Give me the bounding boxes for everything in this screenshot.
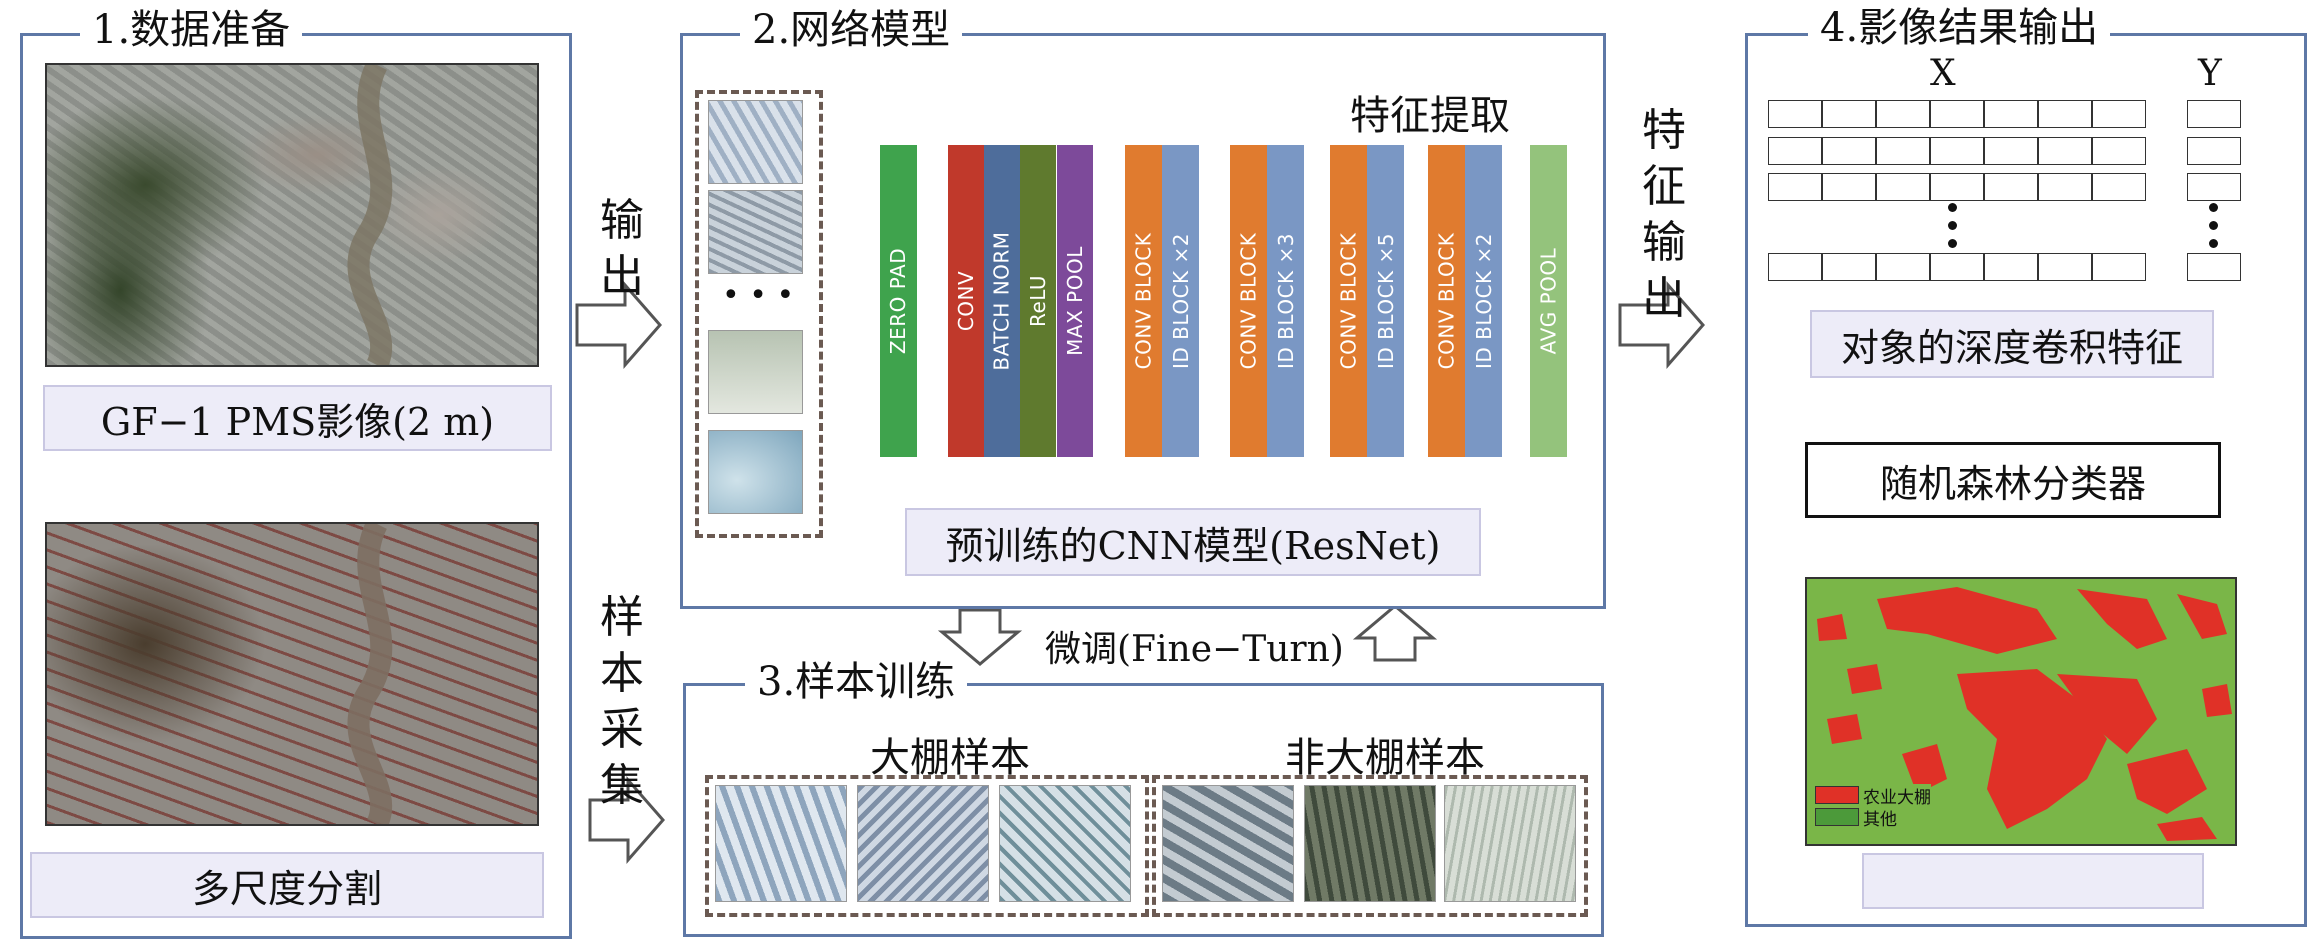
network-layer-label: CONV BLOCK [1236,232,1261,370]
arrow-sample-right [588,776,665,864]
network-layer-label: ZERO PAD [886,247,911,355]
network-layer-label: MAX POOL [1063,246,1087,356]
greenhouse-samples-label: 大棚样本 [870,735,1030,781]
network-layer-batch-norm: BATCH NORM [984,145,1020,457]
ellipsis-dot [2209,239,2218,248]
legend-label-other: 其他 [1863,809,1897,830]
feature-row [1768,137,2146,165]
input-thumbnail [708,100,803,184]
panel-2-title: 2.网络模型 [740,8,963,52]
y-label: Y [2198,53,2222,94]
network-layer-id-block-5: ID BLOCK ×5 [1367,145,1404,457]
panel-3-title: 3.样本训练 [745,660,968,704]
x-label: X [1930,53,1956,94]
arrow-output-right [575,281,662,369]
network-layer-relu: ReLU [1020,145,1056,457]
ellipsis-dot [1948,221,1957,230]
greenhouse-samples-box [705,775,1149,917]
non-greenhouse-sample-image [1444,785,1576,902]
random-forest-classifier-box: 随机森林分类器 [1805,442,2221,518]
network-layer-conv: CONV [948,145,984,457]
non-greenhouse-sample-image [1162,785,1294,902]
feature-row [1768,173,2146,201]
network-layer-label: CONV BLOCK [1434,232,1459,370]
network-layer-conv-block: CONV BLOCK [1330,145,1367,457]
network-layer-zero-pad: ZERO PAD [880,145,917,457]
image-caption-segmentation: 多尺度分割 [30,852,544,918]
network-layer-id-block-3: ID BLOCK ×3 [1267,145,1304,457]
greenhouse-sample-image [857,785,989,902]
ellipsis-dot [1948,203,1957,212]
panel-4-title: 4.影像结果输出 [1808,6,2111,50]
satellite-image [45,63,539,367]
network-layer-label: ID BLOCK ×5 [1373,233,1398,369]
ellipsis-dot [1948,239,1957,248]
network-layer-conv-block: CONV BLOCK [1428,145,1465,457]
result-caption-empty [1862,853,2204,909]
network-layer-label: CONV [954,270,979,332]
network-layer-label: AVG POOL [1536,247,1561,355]
feature-row [1768,100,2146,128]
legend-label-greenhouse: 农业大棚 [1863,787,1931,808]
panel-1-title: 1.数据准备 [80,8,303,52]
legend-swatch-greenhouse [1815,786,1859,804]
network-layer-avg-pool: AVG POOL [1530,145,1567,457]
ellipsis-dot [2209,203,2218,212]
greenhouse-sample-image [715,785,847,902]
network-layer-label: ReLU [1026,274,1050,328]
feature-extraction-label: 特征提取 [1350,93,1510,139]
non-greenhouse-samples-box [1152,775,1588,917]
classification-map: 农业大棚 其他 [1805,577,2237,846]
label-cell [2187,173,2241,201]
input-thumbnail [708,190,803,274]
label-cell [2187,137,2241,165]
deep-features-caption: 对象的深度卷积特征 [1810,310,2214,378]
input-thumbnails-box [695,90,823,538]
label-output: 输出 [600,195,644,302]
input-thumbnail [708,330,803,414]
network-layer-id-block-2: ID BLOCK ×2 [1162,145,1199,457]
arrow-feature-right [1618,281,1705,369]
label-cell [2187,100,2241,128]
ellipsis-dot [2209,221,2218,230]
network-layer-label: CONV BLOCK [1336,232,1361,370]
network-layer-label: CONV BLOCK [1131,232,1156,370]
network-layer-conv-block: CONV BLOCK [1125,145,1162,457]
arrow-finetune-up [1352,604,1438,662]
network-layer-label: ID BLOCK ×3 [1273,233,1298,369]
label-sample-collection: 样本采集 [600,592,644,811]
model-caption: 预训练的CNN模型(ResNet) [905,508,1481,576]
fine-tune-label: 微调(Fine−Turn) [1045,629,1344,670]
network-layer-label: ID BLOCK ×2 [1168,233,1193,369]
network-layer-label: BATCH NORM [990,231,1014,371]
network-layer-max-pool: MAX POOL [1057,145,1093,457]
thumbnail-ellipsis: • • • [722,278,795,313]
non-greenhouse-samples-label: 非大棚样本 [1285,735,1485,781]
non-greenhouse-sample-image [1304,785,1436,902]
label-feature-output: 特征输出 [1642,105,1686,324]
greenhouse-sample-image [999,785,1131,902]
feature-row [1768,253,2146,281]
map-legend: 农业大棚 其他 [1815,784,1931,830]
arrow-finetune-down [937,608,1023,666]
input-thumbnail [708,430,803,514]
network-layer-id-block-2: ID BLOCK ×2 [1465,145,1502,457]
network-layer-conv-block: CONV BLOCK [1230,145,1267,457]
label-cell [2187,253,2241,281]
image-caption-gf1: GF−1 PMS影像(2 m) [43,385,552,451]
segmentation-image [45,522,539,826]
legend-swatch-other [1815,808,1859,826]
network-layer-label: ID BLOCK ×2 [1471,233,1496,369]
